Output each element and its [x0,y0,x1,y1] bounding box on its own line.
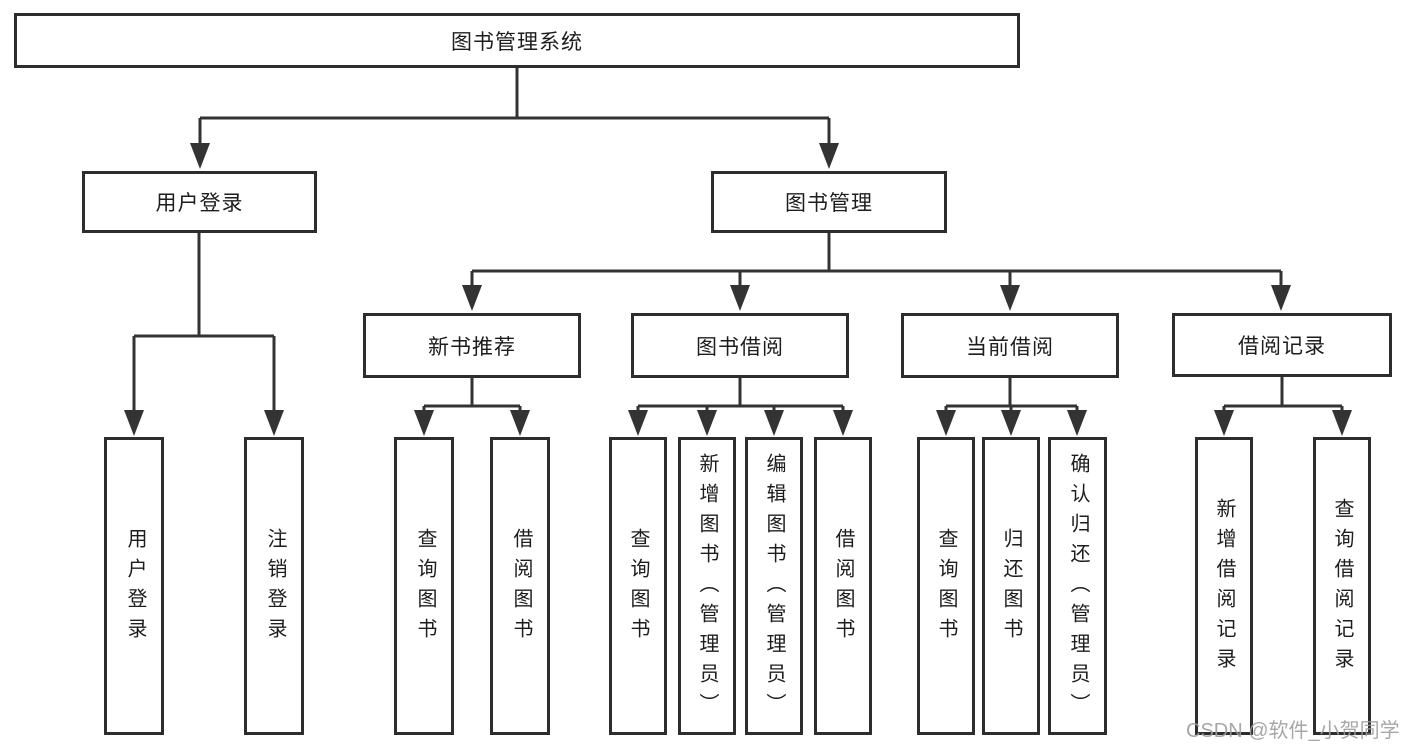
leaf-query-books-recommend: 查询图书 [394,437,454,735]
leaf-query-books-borrow: 查询图书 [609,437,667,735]
leaf-logout: 注销登录 [244,437,304,735]
leaf-borrow-books: 借阅图书 [814,437,872,735]
node-current-borrow: 当前借阅 [901,313,1119,378]
node-root-system: 图书管理系统 [14,13,1020,68]
leaf-return-book: 归还图书 [982,437,1040,735]
leaf-query-books-current: 查询图书 [917,437,975,735]
leaf-user-login: 用户登录 [104,437,164,735]
node-borrow-records: 借阅记录 [1172,313,1392,377]
csdn-watermark: CSDN @软件_小贺同学 [1186,720,1400,742]
node-book-borrow: 图书借阅 [631,313,849,378]
leaf-edit-book-admin: 编辑图书（管理员） [745,437,803,735]
leaf-borrow-books-recommend: 借阅图书 [490,437,550,735]
leaf-add-book-admin: 新增图书（管理员） [678,437,736,735]
node-user-login: 用户登录 [82,171,317,233]
leaf-confirm-return-admin: 确认归还（管理员） [1048,437,1107,735]
arrowheads [124,143,1352,436]
leaf-add-borrow-record: 新增借阅记录 [1195,437,1253,735]
node-new-book-recommend: 新书推荐 [363,313,581,378]
leaf-query-borrow-record: 查询借阅记录 [1313,437,1371,735]
node-book-management: 图书管理 [711,171,947,233]
